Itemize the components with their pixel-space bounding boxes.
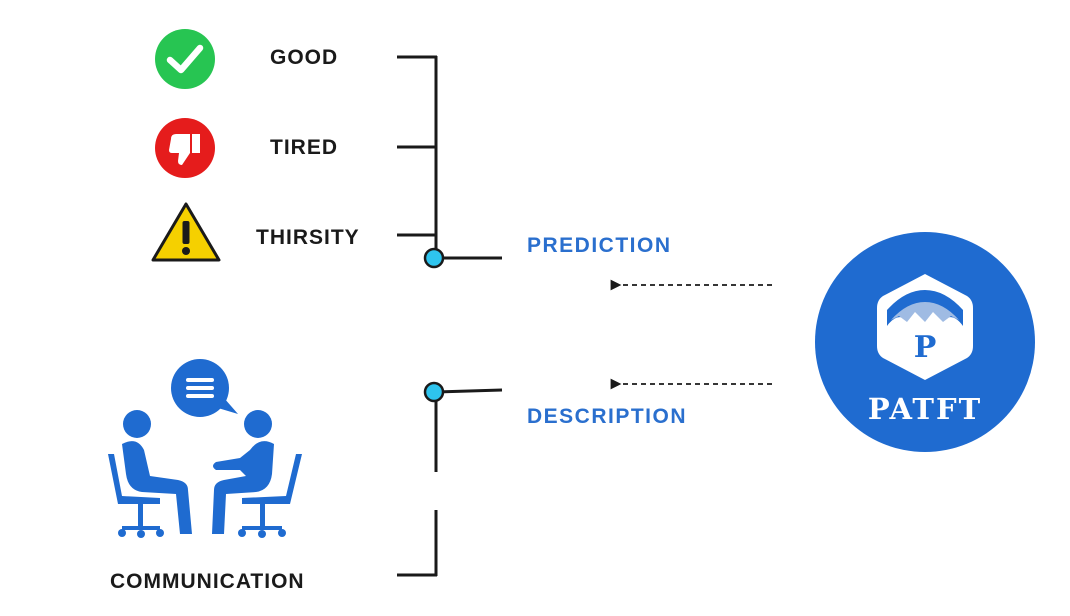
tired-label: TIRED [270, 136, 338, 159]
thirsty-label: THIRSITY [256, 226, 360, 249]
patft-logo-mark [815, 232, 1035, 452]
good-label: GOOD [270, 46, 339, 69]
description-label: DESCRIPTION [527, 405, 688, 428]
patft-logo-text: PATFT [867, 392, 983, 426]
thumbs-down-icon [154, 117, 216, 179]
patft-logo: P PATFT [815, 232, 1035, 452]
description-connector [435, 388, 503, 394]
prediction-node [423, 247, 445, 269]
conversation-people-icon [100, 358, 320, 543]
communication-label: COMMUNICATION [110, 570, 305, 593]
prediction-label: PREDICTION [527, 234, 672, 257]
warning-triangle-icon [150, 200, 222, 264]
patft-logo-letter: P [913, 330, 937, 365]
check-circle-icon [154, 28, 216, 90]
description-node [423, 381, 445, 403]
